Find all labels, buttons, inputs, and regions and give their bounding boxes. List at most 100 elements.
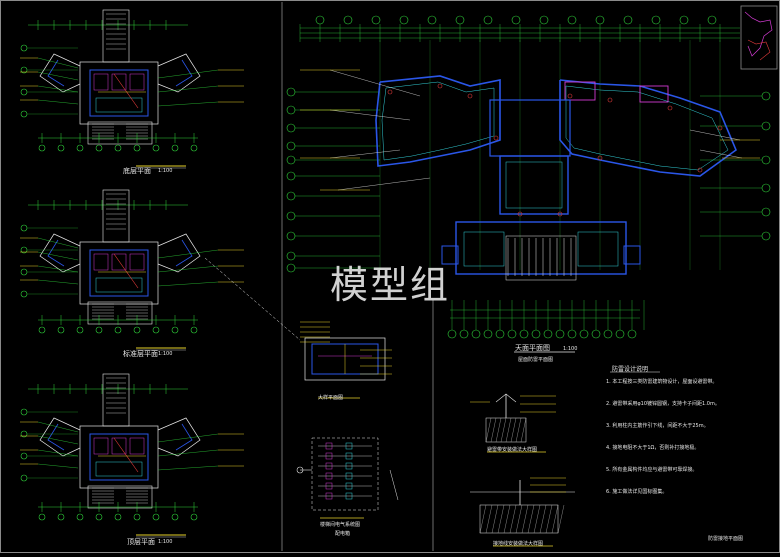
plan3-axis-bubble [20, 408, 28, 416]
roof-axis-bubble [539, 15, 549, 25]
plan2-axis-bubble [20, 290, 28, 298]
section1-hatch-line [500, 417, 507, 443]
system-breaker [325, 472, 333, 480]
roof-axis-bubble [286, 211, 296, 221]
plan1-core [79, 61, 159, 125]
roof-axis-bubble [511, 15, 521, 25]
plan1-room [129, 73, 145, 91]
system-breaker [325, 452, 333, 460]
roof-axis-bubble [555, 329, 565, 339]
plan1-axis-bubble [133, 144, 141, 152]
plan2-axis-bubble [152, 326, 160, 334]
plan2-axis-bubble [76, 326, 84, 334]
plan1-axis-bubble [20, 110, 28, 118]
plan3-leader [157, 449, 219, 457]
plan1-axis-bubble [114, 144, 122, 152]
plan3-lower-block [87, 485, 153, 509]
plan1-axis-bubble [57, 144, 65, 152]
down-conductor-marker [597, 155, 603, 161]
system-breaker [345, 492, 353, 500]
roof-axis-bubble [286, 191, 296, 201]
roof-axis-bubble [761, 121, 771, 131]
roof-axis-bubble [459, 329, 469, 339]
roof-entrance-block [455, 221, 627, 275]
roof-axis-bubble [591, 329, 601, 339]
key-plan-outline [747, 39, 771, 61]
roof-axis-bubble [343, 15, 353, 25]
plan3-wiring [113, 437, 139, 473]
section2-hatch-line [515, 504, 523, 534]
down-conductor-marker [557, 211, 563, 217]
plan2-axis-bubble [190, 326, 198, 334]
roof-stair-room [564, 81, 596, 101]
detail-box [304, 337, 386, 381]
plan2-axis-bubble [95, 326, 103, 334]
roof-central-core [499, 155, 569, 215]
section2-hatch-line [557, 504, 565, 534]
plan3-right-wing-wall [175, 423, 193, 451]
notes-title: 防雷设计说明 [612, 366, 649, 373]
plan1-axis-bubble [190, 144, 198, 152]
plan3-core-wall [89, 433, 149, 481]
plan2-room [93, 253, 109, 271]
plan1-leader [37, 85, 79, 93]
plan1-scale: 1:100 [158, 168, 173, 174]
system-breaker [325, 492, 333, 500]
section2-hatch-line [521, 504, 529, 534]
plan2-scale: 1:100 [158, 351, 173, 357]
plan2-core-wall [89, 249, 149, 297]
roof-axis-bubble [399, 15, 409, 25]
plan3-axis-bubble [76, 513, 84, 521]
roof-plan-title: 天面平面图 [515, 344, 550, 352]
detail-reference-leader [204, 257, 301, 341]
plan3-leader [37, 435, 79, 445]
plan3-core [79, 425, 159, 489]
roof-axis-bubble [286, 155, 296, 165]
section-title-2: 接地线安装做法大样图 [493, 541, 544, 547]
roof-axis-bubble [761, 231, 771, 241]
plan1-room [93, 73, 109, 91]
roof-axis-bubble [286, 263, 296, 273]
plan3-axis-bubble [114, 513, 122, 521]
roof-leader [329, 149, 401, 159]
plan3-corridor [95, 461, 143, 477]
roof-leader [329, 69, 421, 97]
plan2-lower-block [87, 301, 153, 325]
roof-axis-bubble [286, 123, 296, 133]
section2-hatch-line [503, 504, 511, 534]
plan1-leader [37, 71, 79, 81]
note-item: 2. 避雷带采用φ10镀锌圆钢，支持卡子间距1.0m。 [606, 401, 720, 407]
plan1-left-wing [39, 53, 81, 93]
system-breaker [325, 482, 333, 490]
plan2-axis-bubble [57, 326, 65, 334]
plan1-right-wing [157, 53, 201, 93]
roof-axis-bubble [603, 329, 613, 339]
plan2-leader [157, 249, 219, 259]
roof-axis-bubble [761, 207, 771, 217]
note-item: 5. 所有金属构件均应与避雷带可靠焊接。 [606, 467, 698, 473]
plan1-core-wall [89, 69, 149, 117]
roof-axis-bubble [623, 15, 633, 25]
plan2-axis-bubble [38, 326, 46, 334]
plan3-scale: 1:100 [158, 539, 173, 545]
section1-hatch-line [510, 417, 517, 443]
plan3-axis-bubble [171, 513, 179, 521]
section2-hatch-line [545, 504, 553, 534]
section2-slab [479, 504, 559, 534]
plan3-title: 顶层平面 [127, 538, 155, 546]
note-item: 3. 利用柱内主筋作引下线，间距不大于25m。 [606, 423, 709, 429]
plan3-room [129, 437, 145, 455]
plan3-axis-bubble [95, 513, 103, 521]
down-conductor-marker [717, 125, 723, 131]
plan1-axis-bubble [20, 88, 28, 96]
roof-core-inner [505, 161, 563, 209]
plan3-left-wing-wall [47, 423, 65, 451]
plan1-title: 底层平面 [123, 167, 151, 175]
roof-axis-bubble [371, 15, 381, 25]
down-conductor-marker [607, 97, 613, 103]
plan3-stair-tower [102, 373, 130, 427]
system-panel-frame [311, 437, 379, 511]
plan2-axis-bubble [171, 326, 179, 334]
system-breaker [345, 482, 353, 490]
plan1-leader [37, 99, 79, 105]
